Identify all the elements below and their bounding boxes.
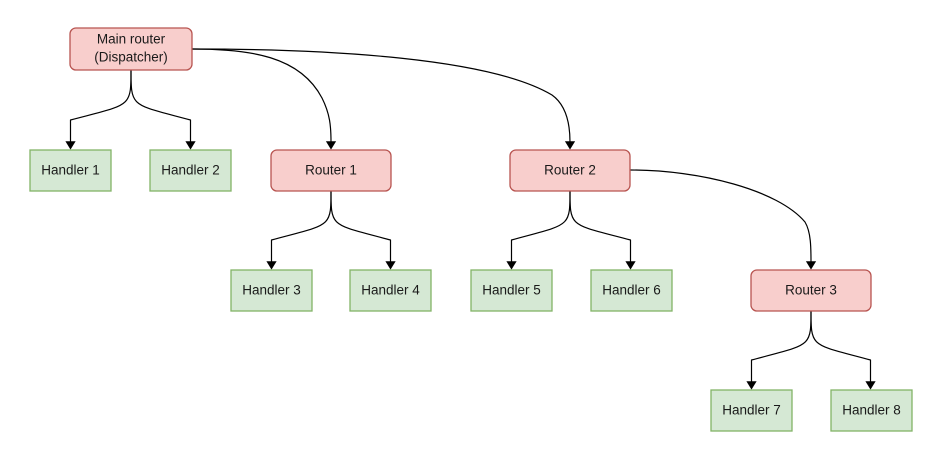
edge-connector xyxy=(810,310,876,390)
edge-connector xyxy=(266,190,332,270)
node-box-handler[interactable] xyxy=(29,149,112,192)
node-label: Handler 7 xyxy=(722,403,781,418)
arrow-head-icon xyxy=(564,141,576,150)
node-label: Handler 6 xyxy=(602,283,661,298)
node-box-handler[interactable] xyxy=(230,269,313,312)
edge-line xyxy=(330,190,392,263)
edge-line xyxy=(569,190,632,263)
arrow-head-icon xyxy=(65,141,76,150)
arrow-head-icon xyxy=(625,261,636,270)
edge-line xyxy=(270,190,332,263)
arrow-head-icon xyxy=(325,141,337,150)
node-box-handler[interactable] xyxy=(349,269,432,312)
edge-line xyxy=(130,69,192,143)
node-box-handler[interactable] xyxy=(470,269,553,312)
arrow-head-icon xyxy=(805,261,817,270)
node-label-line2: (Dispatcher) xyxy=(94,50,168,65)
node-handler-4[interactable]: Handler 4 xyxy=(349,269,432,312)
edge-line xyxy=(191,48,571,143)
edge-line xyxy=(510,190,571,263)
node-label: Router 1 xyxy=(305,163,357,178)
edge-line xyxy=(750,310,812,383)
node-handler-6[interactable]: Handler 6 xyxy=(590,269,673,312)
edge-connector xyxy=(506,190,571,270)
edge-line xyxy=(191,48,332,143)
node-handler-5[interactable]: Handler 5 xyxy=(470,269,553,312)
node-box-handler[interactable] xyxy=(830,389,913,432)
node-label: Handler 3 xyxy=(242,283,301,298)
node-main-router[interactable]: Main router (Dispatcher) xyxy=(69,27,193,71)
edge-connector xyxy=(191,48,337,150)
node-label: Handler 4 xyxy=(361,283,420,298)
node-router-3[interactable]: Router 3 xyxy=(750,269,872,312)
node-box-handler[interactable] xyxy=(149,149,232,192)
edge-connector xyxy=(629,169,817,270)
node-handler-7[interactable]: Handler 7 xyxy=(710,389,793,432)
nodes-layer: Main router (Dispatcher) Handler 1 Handler … xyxy=(29,27,913,432)
edge-connector xyxy=(191,48,576,150)
node-box-handler[interactable] xyxy=(710,389,793,432)
arrow-head-icon xyxy=(266,261,277,270)
node-box-router[interactable] xyxy=(509,149,631,192)
node-label-line1: Main router xyxy=(97,32,166,47)
edge-connector xyxy=(65,69,132,150)
edge-connector xyxy=(746,310,812,390)
edge-connector xyxy=(130,69,196,150)
node-router-2[interactable]: Router 2 xyxy=(509,149,631,192)
node-box-router[interactable] xyxy=(270,149,392,192)
arrow-head-icon xyxy=(746,381,757,390)
edge-line xyxy=(69,69,132,143)
node-box-router[interactable] xyxy=(750,269,872,312)
node-handler-3[interactable]: Handler 3 xyxy=(230,269,313,312)
arrow-head-icon xyxy=(506,261,517,270)
node-handler-2[interactable]: Handler 2 xyxy=(149,149,232,192)
node-box-router[interactable] xyxy=(69,27,193,71)
arrow-head-icon xyxy=(865,381,876,390)
edges-layer xyxy=(65,48,876,390)
node-label: Handler 2 xyxy=(161,163,220,178)
node-label: Router 3 xyxy=(785,283,837,298)
arrow-head-icon xyxy=(185,141,196,150)
edge-line xyxy=(810,310,872,383)
node-router-1[interactable]: Router 1 xyxy=(270,149,392,192)
node-label: Handler 1 xyxy=(41,163,100,178)
node-handler-8[interactable]: Handler 8 xyxy=(830,389,913,432)
edge-connector xyxy=(569,190,636,270)
edge-connector xyxy=(330,190,396,270)
edge-line xyxy=(629,169,812,263)
node-box-handler[interactable] xyxy=(590,269,673,312)
node-label: Handler 5 xyxy=(482,283,541,298)
arrow-head-icon xyxy=(385,261,396,270)
node-handler-1[interactable]: Handler 1 xyxy=(29,149,112,192)
node-label: Router 2 xyxy=(544,163,596,178)
node-label: Handler 8 xyxy=(842,403,901,418)
